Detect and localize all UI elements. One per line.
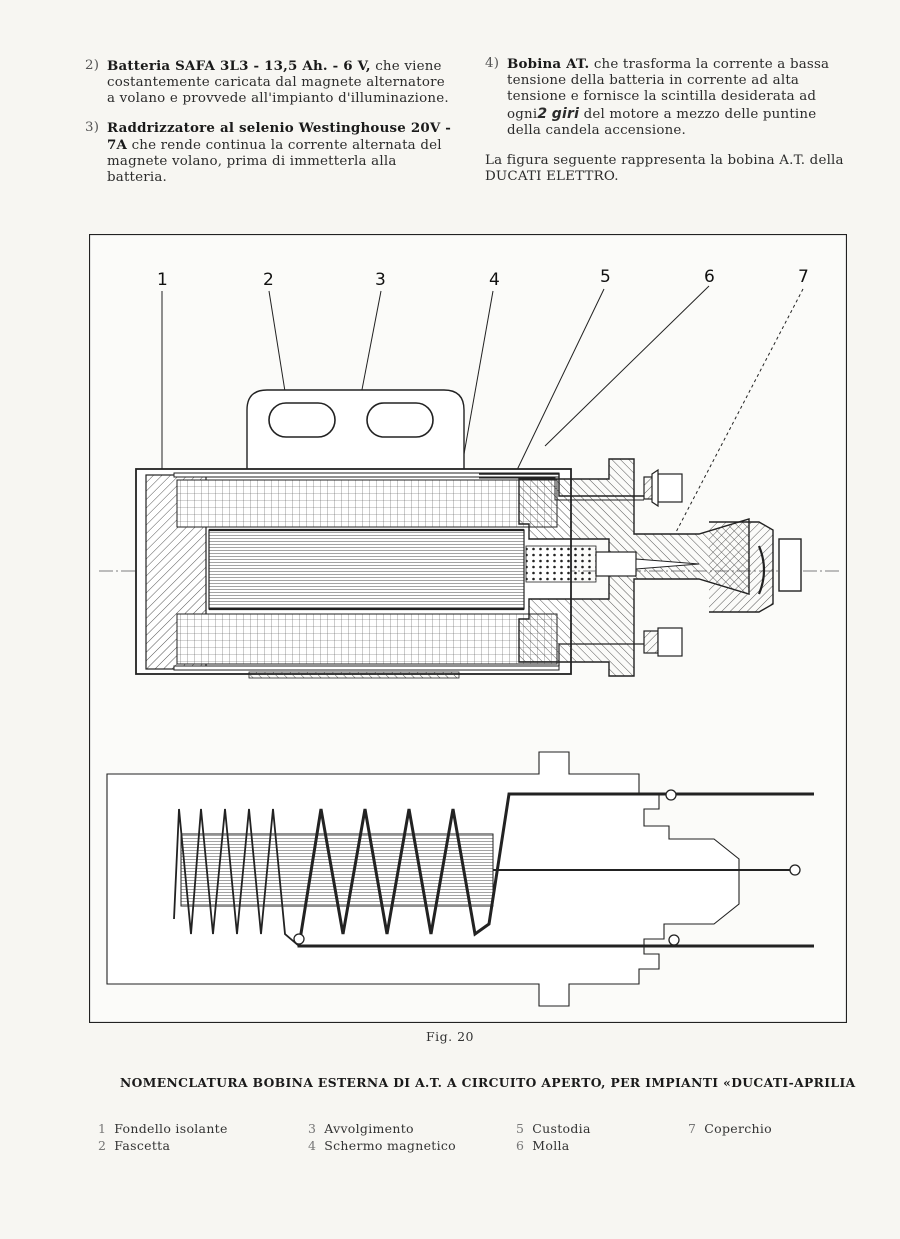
item-text: che viene costantemente caricata dal mag… (107, 59, 449, 107)
leader-lines (161, 285, 804, 535)
item-title: Bobina AT. (507, 56, 590, 72)
item-title: Raddrizzatore al selenio Westinghouse 20… (107, 119, 452, 153)
item-battery: 2) Batteria SAFA 3L3 - 13,5 Ah. - 6 V, c… (85, 58, 457, 108)
callout-4: 4 (489, 270, 500, 290)
item-text: che rende continua la corrente alternata… (107, 137, 442, 186)
figure-intro-paragraph: La figura seguente rappresenta la bobina… (485, 153, 844, 185)
nomenclature-title: NOMENCLATURA BOBINA ESTERNA DI A.T. A CI… (120, 1075, 856, 1090)
item-text: che trasforma la corrente a bassa tensio… (507, 57, 830, 122)
item-coil: 4) Bobina AT. che trasforma la corrente … (485, 56, 850, 139)
item-title: Batteria SAFA 3L3 - 13,5 Ah. - 6 V, (107, 58, 371, 74)
figure-caption: Fig. 20 (425, 1029, 475, 1044)
item-number: 2) (85, 58, 100, 73)
callout-3: 3 (375, 270, 386, 290)
callout-6: 6 (704, 267, 715, 287)
callout-5: 5 (600, 267, 611, 287)
callout-1: 1 (157, 270, 168, 290)
schematic-diagram (106, 751, 814, 1007)
item-text-end: del motore a mezzo delle puntine della c… (507, 106, 817, 138)
handwritten-annotation-2: giri (551, 105, 580, 122)
item-number: 4) (485, 56, 500, 71)
callout-2: 2 (263, 270, 274, 290)
figure-frame: 1 2 3 4 5 6 7 (89, 234, 847, 1023)
handwritten-annotation: 2 (537, 105, 548, 122)
right-text-column: 4) Bobina AT. che trasforma la corrente … (485, 56, 850, 185)
item-number: 3) (85, 119, 100, 135)
item-rectifier: 3) Raddrizzatore al selenio Westinghouse… (85, 120, 457, 187)
callout-7: 7 (798, 267, 809, 287)
coil-diagram: 1 2 3 4 5 6 7 (89, 234, 847, 1023)
left-text-column: 2) Batteria SAFA 3L3 - 13,5 Ah. - 6 V, c… (85, 58, 457, 198)
